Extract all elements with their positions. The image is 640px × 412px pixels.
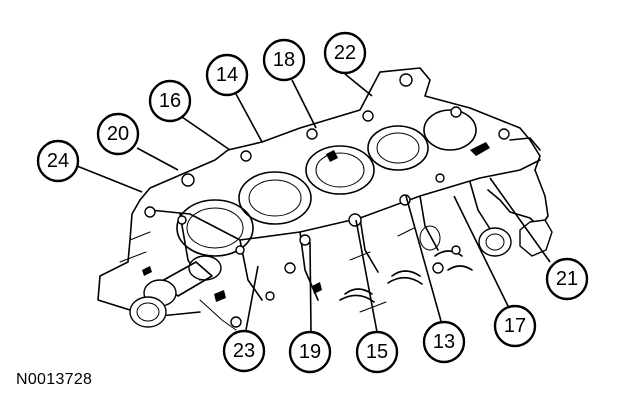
svg-text:18: 18	[273, 49, 295, 71]
svg-text:17: 17	[504, 315, 526, 337]
leader-13	[405, 195, 442, 322]
callout-21: 21	[545, 257, 589, 301]
callout-15: 15	[355, 330, 399, 374]
callouts: 24 20 16 14 18 22 21 17	[36, 31, 589, 374]
leader-18	[291, 79, 317, 129]
leader-23	[245, 265, 259, 331]
callout-14: 14	[205, 53, 249, 97]
svg-text:15: 15	[366, 341, 388, 363]
callout-17: 17	[493, 304, 537, 348]
svg-text:19: 19	[299, 341, 321, 363]
callout-19: 19	[288, 330, 332, 374]
svg-text:21: 21	[556, 268, 578, 290]
leader-14	[235, 93, 263, 143]
leader-15	[355, 219, 378, 333]
leader-16	[181, 116, 231, 151]
callout-13: 13	[422, 320, 466, 364]
leader-22	[344, 73, 373, 97]
callout-16: 16	[148, 79, 192, 123]
leader-19	[309, 241, 312, 333]
leader-24	[76, 165, 143, 193]
svg-text:13: 13	[433, 331, 455, 353]
svg-text:24: 24	[47, 150, 69, 172]
callout-23: 23	[222, 329, 266, 373]
leader-17	[453, 195, 509, 307]
leader-lines	[76, 73, 551, 333]
figure-code: N0013728	[16, 371, 93, 388]
svg-text:20: 20	[107, 123, 129, 145]
svg-text:23: 23	[233, 340, 255, 362]
svg-text:16: 16	[159, 90, 181, 112]
callout-18: 18	[262, 38, 306, 82]
callout-20: 20	[96, 112, 140, 156]
callout-24: 24	[36, 139, 80, 183]
leader-21	[489, 177, 551, 263]
callout-22: 22	[323, 31, 367, 75]
svg-text:14: 14	[216, 64, 238, 86]
svg-text:22: 22	[334, 42, 356, 64]
leader-20	[136, 147, 179, 171]
engine-block-illustration	[97, 67, 553, 331]
